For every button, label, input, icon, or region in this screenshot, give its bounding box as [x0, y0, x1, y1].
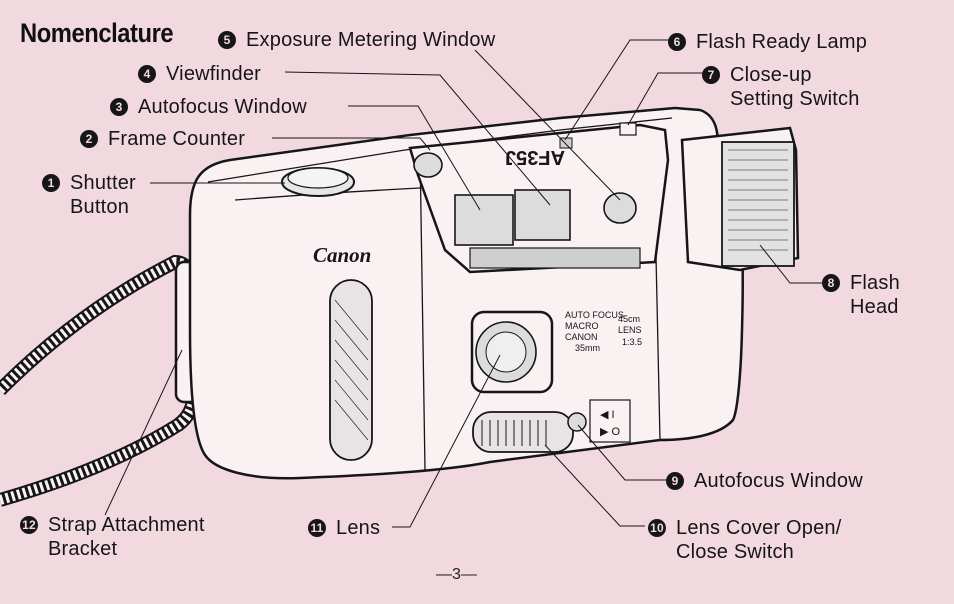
camera-strap — [0, 254, 201, 507]
page-number: —3— — [436, 566, 477, 583]
brand-logo: Canon — [313, 243, 371, 267]
viewfinder-window — [454, 194, 514, 246]
model-name: AF35J — [505, 146, 565, 168]
page-title: Nomenclature — [20, 18, 174, 48]
autofocus-window — [514, 189, 571, 241]
grip — [329, 279, 373, 461]
lens-legend: AUTO FOCUS MACRO 45cm CANON LENS 35mm 1:… — [565, 310, 642, 353]
svg-text:LENS: LENS — [618, 325, 642, 335]
svg-text:35mm: 35mm — [575, 343, 600, 353]
close-up-switch[interactable] — [619, 122, 637, 136]
svg-text:▶ O: ▶ O — [600, 426, 621, 438]
svg-text:CANON: CANON — [565, 332, 598, 342]
leader-lines — [104, 39, 822, 528]
svg-text:45cm: 45cm — [618, 314, 640, 324]
lens-cover-switch[interactable] — [472, 411, 574, 453]
svg-text:AUTO FOCUS: AUTO FOCUS — [565, 310, 624, 320]
metering-window — [603, 192, 637, 224]
svg-text:◀ I: ◀ I — [600, 409, 615, 421]
svg-text:1:3.5: 1:3.5 — [622, 337, 642, 347]
svg-text:MACRO: MACRO — [565, 321, 599, 331]
camera-body: ◀ I ▶ O Canon AF35J AUTO FOCUS MACRO 45c… — [188, 106, 800, 480]
